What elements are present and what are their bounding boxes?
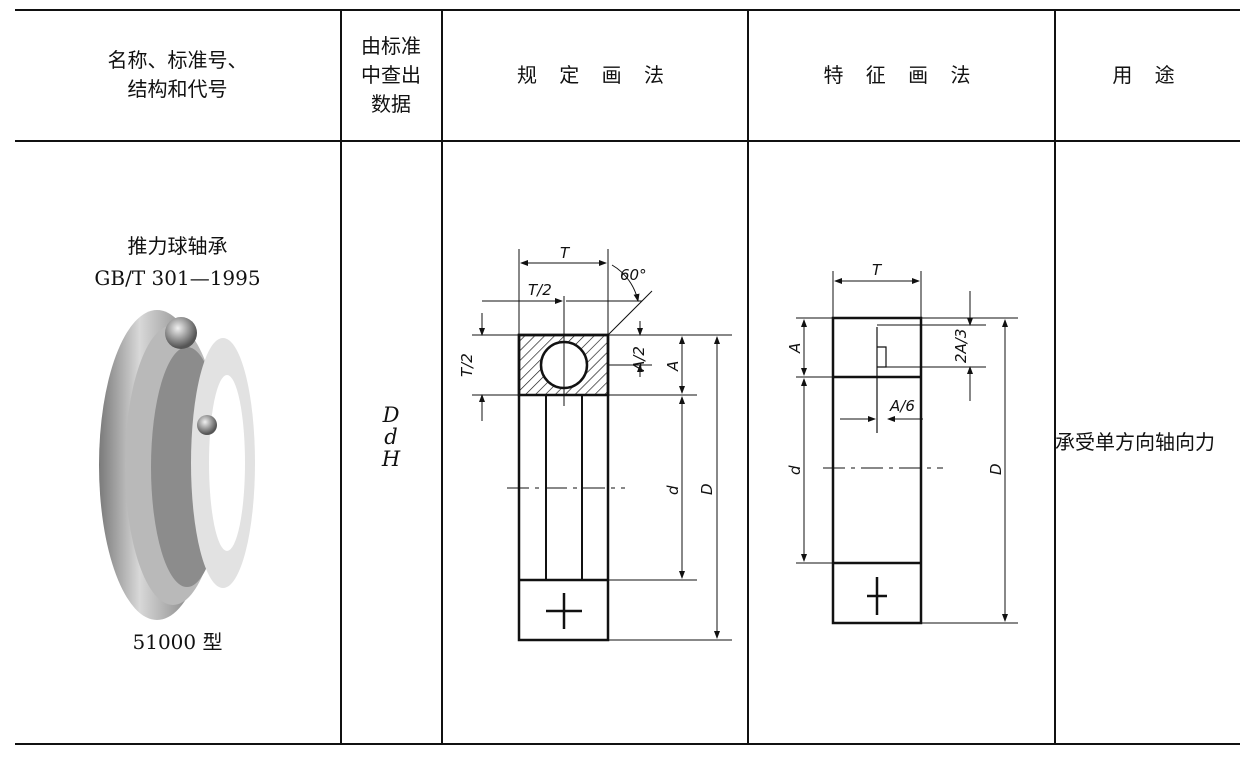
- header-name-line2: 结构和代号: [127, 77, 228, 101]
- dim-label-D: D: [698, 483, 716, 495]
- header-name-standard: 名称、标准号、 结构和代号: [15, 10, 340, 140]
- header-bottom-rule: [15, 140, 1240, 142]
- column-divider-2: [441, 10, 443, 745]
- header-data-line3: 数据: [371, 91, 411, 116]
- header-usage: 用 途: [1112, 62, 1183, 87]
- dim-label-A-half: A/2: [630, 346, 648, 372]
- header-data-line2: 中查出: [361, 62, 421, 87]
- dim-label-T-half: T/2: [528, 281, 552, 299]
- data-symbols: D d H: [341, 404, 441, 470]
- dim-label-60deg: 60°: [620, 266, 647, 284]
- char-dim-label-A6: A/6: [889, 397, 915, 415]
- dim-label-A: A: [664, 361, 682, 372]
- char-dim-label-d: d: [786, 465, 804, 475]
- symbol-D: D: [382, 403, 400, 427]
- header-name-line1: 名称、标准号、: [107, 48, 248, 72]
- char-dim-label-A: A: [786, 343, 804, 354]
- specified-drawing: T T/2 60° T/2 A/2 A d D: [458, 244, 732, 642]
- column-divider-1: [340, 10, 342, 745]
- bearing-standard: GB/T 301—1995: [94, 266, 261, 290]
- char-dim-label-2A3: 2A/3: [952, 329, 970, 363]
- usage-text: 承受单方向轴向力: [1055, 430, 1215, 454]
- bearing-name: 推力球轴承: [127, 234, 228, 258]
- header-data-from-standard: 由标准 中查出 数据: [341, 10, 441, 140]
- column-divider-3: [747, 10, 749, 745]
- column-divider-4: [1054, 10, 1056, 745]
- table-bottom-rule: [15, 743, 1240, 745]
- table-top-rule: [15, 9, 1240, 11]
- char-dim-label-T: T: [872, 261, 883, 279]
- symbol-H: H: [381, 447, 401, 471]
- dim-label-d: d: [664, 485, 682, 495]
- header-characteristic-drawing: 特 征 画 法: [823, 62, 979, 87]
- dim-label-T-half-side: T/2: [458, 353, 476, 377]
- header-specified-drawing: 规 定 画 法: [516, 62, 673, 87]
- dim-label-T: T: [560, 244, 571, 262]
- thrust-ball-bearing-photo: [99, 310, 255, 620]
- header-data-line1: 由标准: [361, 33, 421, 58]
- characteristic-drawing: T A 2A/3 A/6 d D: [786, 261, 1018, 625]
- char-dim-label-D: D: [987, 463, 1005, 475]
- symbol-d: d: [384, 425, 398, 449]
- bearing-type: 51000 型: [132, 630, 223, 654]
